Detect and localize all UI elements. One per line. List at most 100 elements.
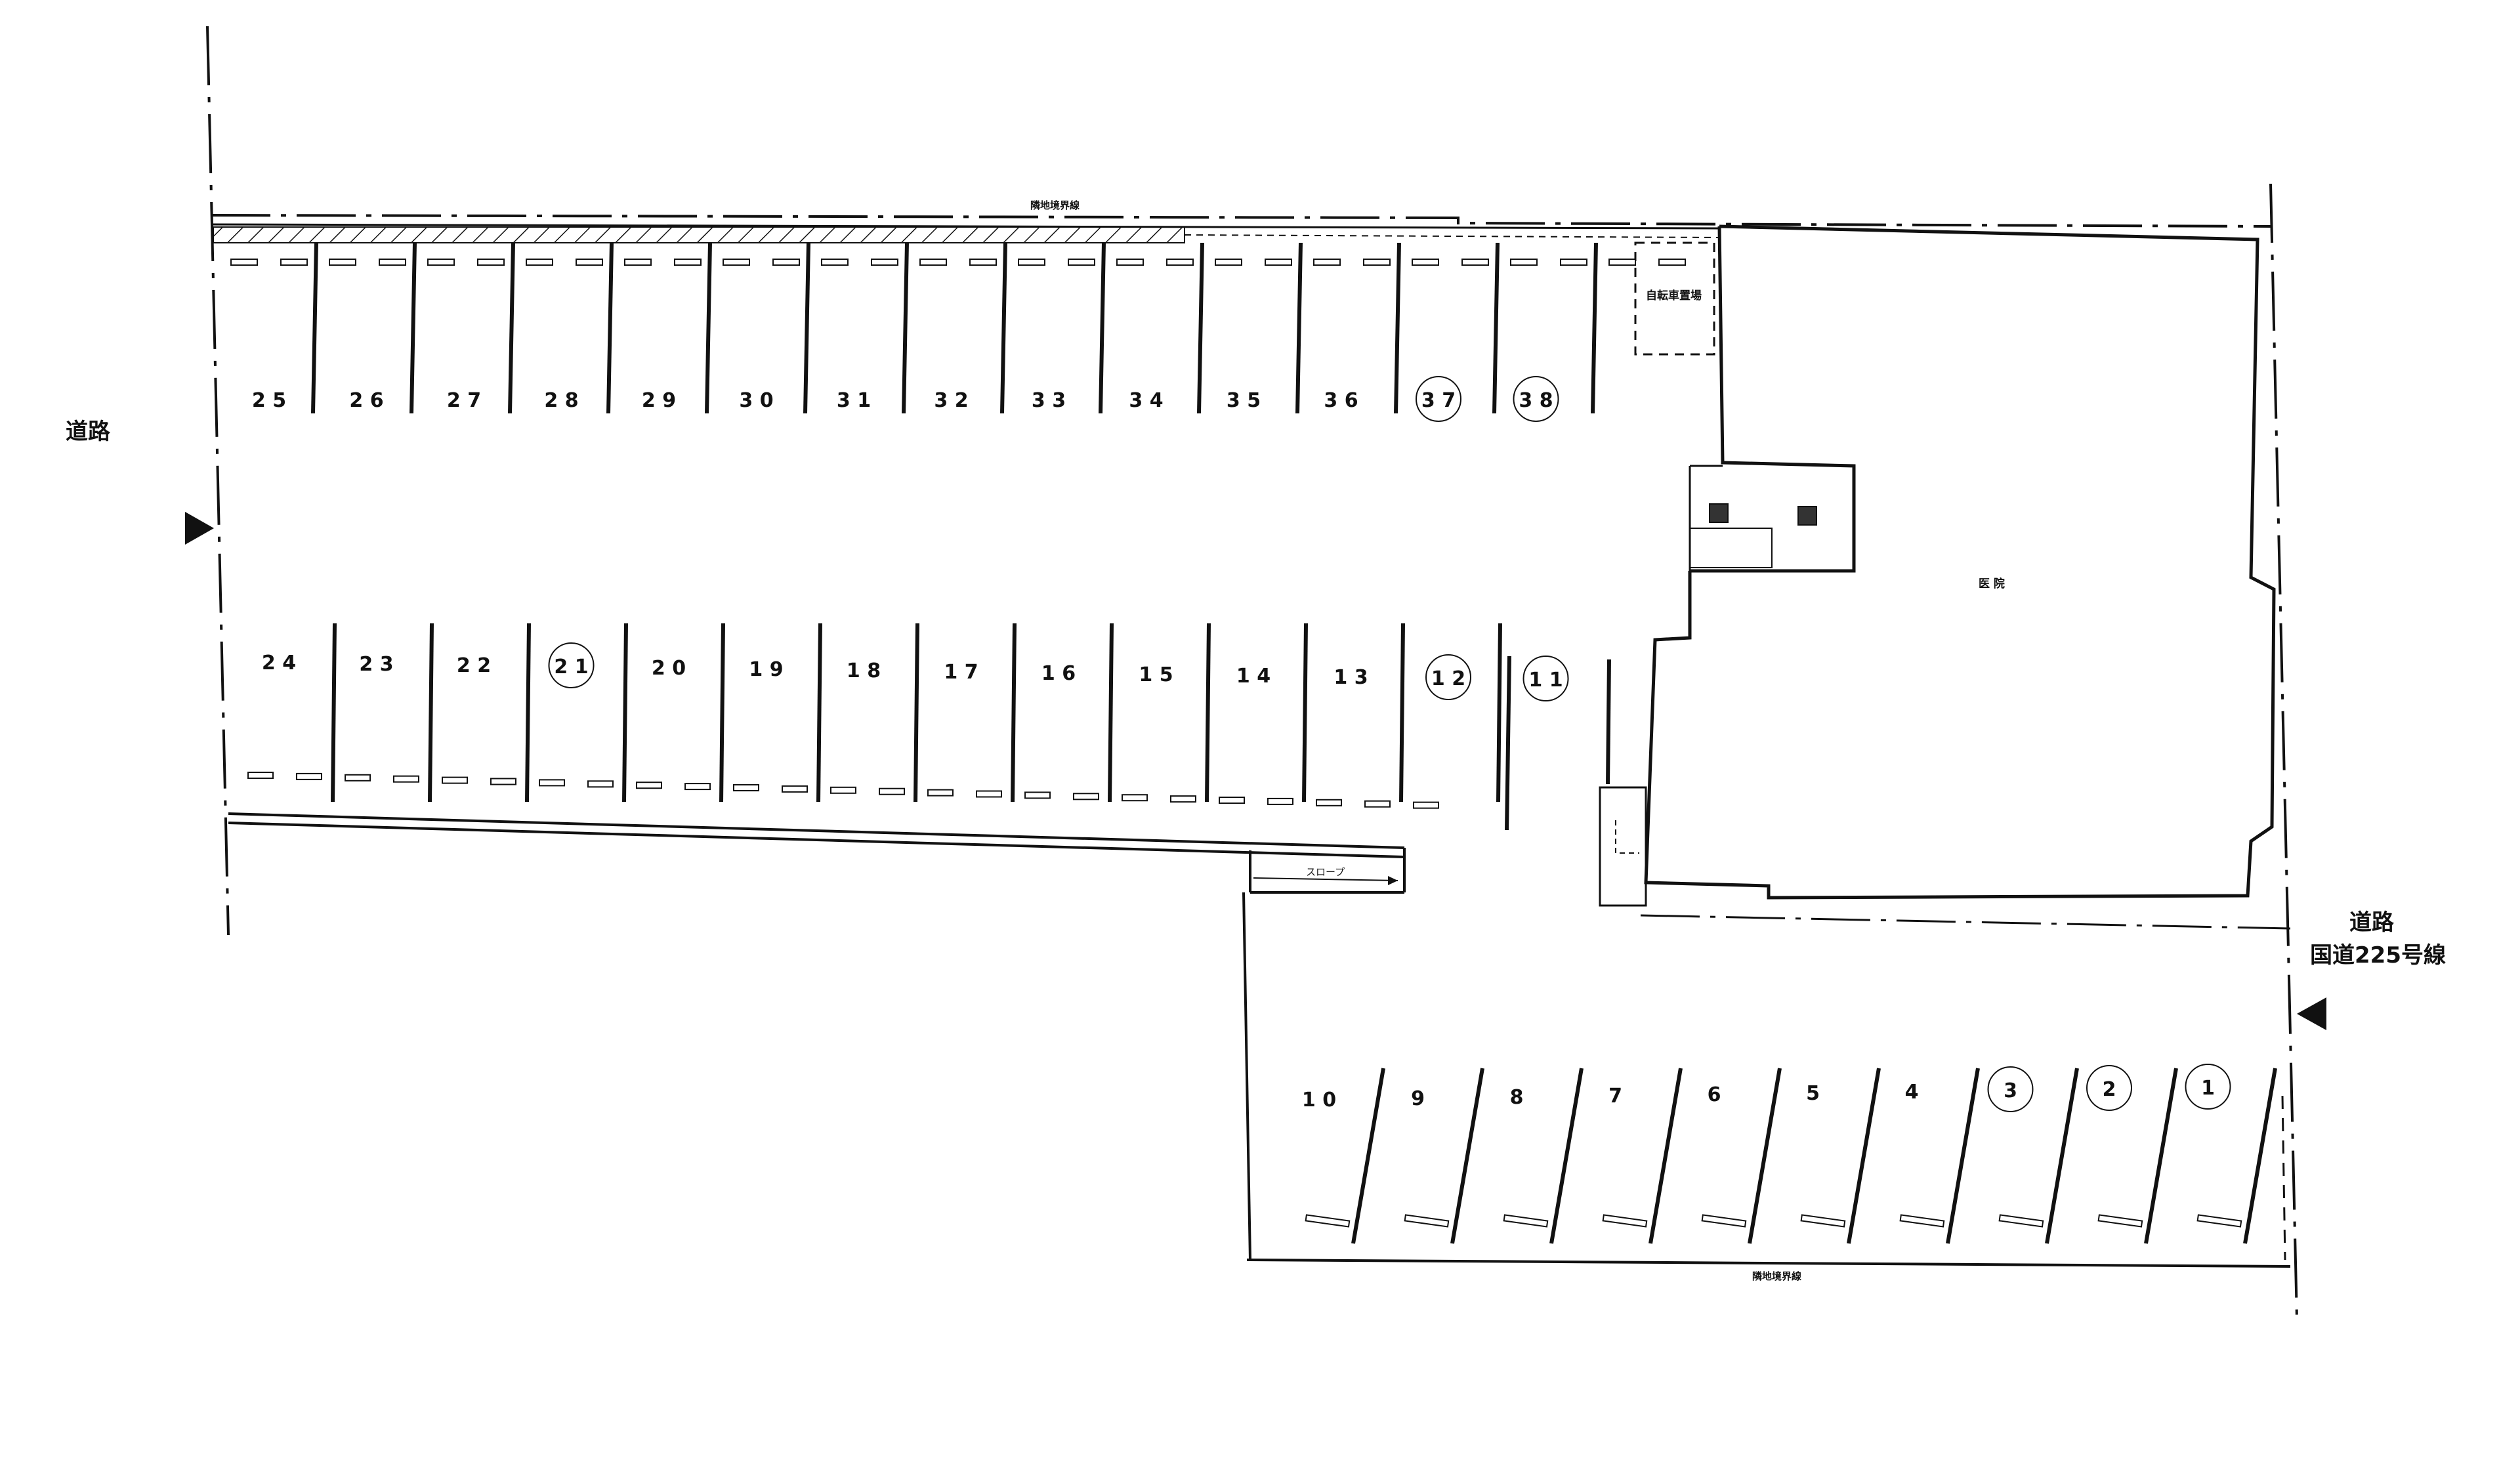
stall-divider — [1011, 623, 1017, 803]
triangle-arrow-left-icon — [2297, 997, 2326, 1030]
accessible-space-circle — [1987, 1066, 2034, 1112]
wheel-stop — [1602, 1214, 1648, 1228]
wheel-stop — [1219, 797, 1245, 804]
parking-space-number: 2 5 — [252, 389, 286, 412]
triangle-arrow-right-icon — [185, 512, 214, 545]
bottom-boundary-line — [1246, 1259, 2291, 1268]
parking-space-number: 3 — [2004, 1079, 2017, 1102]
wheel-stop — [1413, 801, 1439, 809]
wheel-stop — [1116, 259, 1144, 266]
wheel-stop — [1215, 259, 1242, 266]
stall-divider — [331, 623, 337, 803]
boundary-bottom-label: 隣地境界線 — [1752, 1270, 1801, 1282]
stall-divider — [1399, 623, 1405, 803]
wheel-stop — [830, 786, 856, 794]
accessible-space-circle — [1416, 376, 1461, 422]
wheel-stop — [1073, 793, 1099, 801]
stall-divider — [705, 242, 712, 414]
wheel-stop — [1170, 795, 1196, 803]
slope-ramp — [1253, 876, 1398, 885]
wheel-stop — [539, 779, 565, 787]
slope-label: スロープ — [1306, 866, 1345, 878]
stall-divider — [508, 242, 515, 414]
hospital-building — [1599, 224, 2276, 907]
wheel-stop — [1166, 259, 1194, 266]
wheel-stop — [379, 259, 406, 266]
wheel-stop — [1404, 1214, 1450, 1228]
right-road-edge-line — [2269, 183, 2298, 1320]
wheel-stop — [526, 259, 553, 266]
left-road-edge-line — [206, 26, 230, 936]
wheel-stop — [393, 775, 419, 783]
parking-space-number: 1 — [2201, 1077, 2215, 1100]
hatched-strip — [213, 226, 1185, 243]
parking-space-number: 2 0 — [652, 657, 686, 680]
stall-divider — [1748, 1068, 1782, 1244]
wheel-stop — [624, 259, 652, 266]
accessible-space-circle — [1513, 376, 1559, 422]
wheel-stop — [723, 259, 750, 266]
parking-space-number: 3 0 — [739, 389, 773, 412]
bicycle-parking-label: 自転車置場 — [1646, 289, 1702, 302]
hospital-label: 医 院 — [1979, 577, 2005, 591]
parking-space-number: 3 4 — [1129, 389, 1163, 412]
accessible-space-circle — [1425, 654, 1471, 700]
parking-space-number: 1 6 — [1041, 662, 1076, 685]
lift-icon — [1797, 506, 1817, 526]
wheel-stop — [733, 784, 759, 791]
stall-divider — [2144, 1068, 2178, 1244]
lower-lot-right-dash — [2281, 1095, 2286, 1261]
wheel-stop — [329, 259, 356, 266]
wheel-stop — [821, 259, 849, 266]
wheel-stop — [1998, 1214, 2044, 1228]
parking-space-number: 9 — [1411, 1087, 1425, 1110]
stall-divider — [2045, 1068, 2079, 1244]
wheel-stop — [1024, 791, 1051, 799]
parking-space-number: 2 — [2103, 1078, 2116, 1101]
stall-divider — [1450, 1068, 1484, 1244]
stall-divider — [1205, 623, 1211, 803]
wheel-stop — [636, 782, 662, 789]
accessible-space-circle — [548, 642, 595, 688]
wheel-stop — [490, 778, 516, 785]
wheel-stop — [247, 772, 274, 779]
wheel-stop — [477, 259, 505, 266]
wheel-stop — [1510, 259, 1538, 266]
bicycle-parking-area — [1634, 241, 1715, 356]
stall-divider — [410, 242, 417, 414]
parking-space-number: 5 — [1806, 1082, 1820, 1105]
wheel-stop — [1658, 259, 1686, 266]
wheel-stop — [1363, 259, 1391, 266]
parking-space-number: 3 3 — [1032, 389, 1066, 412]
wheel-stop — [879, 787, 905, 795]
wheel-stop — [1364, 800, 1391, 808]
boundary-top-label: 隣地境界線 — [1030, 199, 1080, 211]
site-boundaries — [206, 26, 2298, 1320]
wheel-stop — [1608, 259, 1636, 266]
wheel-stop — [976, 790, 1002, 798]
wheel-stop — [1267, 797, 1293, 805]
stall-divider — [622, 623, 628, 803]
wheel-stop — [345, 774, 371, 782]
parking-space-number: 1 2 — [1431, 667, 1465, 690]
wheel-stop — [576, 259, 603, 266]
stall-divider — [1000, 242, 1007, 414]
parking-space-number: 2 4 — [262, 652, 296, 675]
accessible-space-circle — [2185, 1064, 2231, 1110]
stall-divider — [1591, 242, 1598, 414]
wheel-stop — [1800, 1214, 1846, 1228]
stall-divider — [1108, 623, 1114, 803]
stall-divider — [719, 623, 725, 803]
lower-left-edge-line — [1242, 892, 1251, 1261]
lower-lot-top-line — [1640, 914, 2291, 930]
stall-divider — [1606, 659, 1611, 785]
parking-space-number: 3 1 — [837, 389, 871, 412]
parking-space-number: 3 5 — [1227, 389, 1261, 412]
top-boundary-line — [211, 214, 2271, 228]
wheel-stop — [1122, 794, 1148, 802]
wheel-stop — [1899, 1214, 1945, 1228]
stall-divider — [1847, 1068, 1881, 1244]
parking-space-number: 1 8 — [847, 659, 881, 682]
parking-space-number: 4 — [1905, 1081, 1919, 1104]
stall-divider — [1505, 656, 1511, 831]
